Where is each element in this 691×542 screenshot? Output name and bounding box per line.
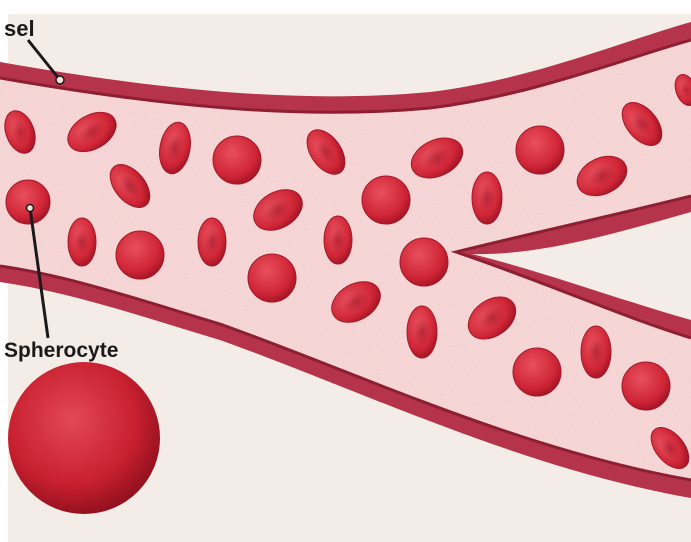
normal-red-blood-cell [472,172,502,224]
normal-red-blood-cell [581,326,611,378]
spherocyte-cell [248,254,296,302]
spherocyte-cell [116,231,164,279]
spherocyte-enlarged [8,362,160,514]
cell-dimple [479,184,496,213]
spherocyte-cell [622,362,670,410]
cell-body [213,136,261,184]
spherocyte-cell [362,176,410,224]
cell-body [516,126,564,174]
cell-dimple [588,338,605,367]
cell-dimple [204,229,219,255]
spherocyte-leader-dot [27,205,34,212]
vessel-label: sel [4,16,35,41]
cell-body [513,348,561,396]
cell-dimple [330,227,345,253]
spherocyte-cell [213,136,261,184]
cell-dimple [74,229,89,255]
normal-red-blood-cell [198,218,226,266]
cell-body [622,362,670,410]
spherocyte-label: Spherocyte [4,339,118,362]
cell-body [116,231,164,279]
cell-body [400,238,448,286]
cell-body [362,176,410,224]
top-border [0,0,691,14]
spherocyte-cell [513,348,561,396]
spherocyte-cell [516,126,564,174]
cell-body [248,254,296,302]
spherocyte-cell [6,180,50,224]
normal-red-blood-cell [324,216,352,264]
vessel-leader-dot [56,76,64,84]
spherocyte-cell [400,238,448,286]
cell-dimple [414,318,431,347]
normal-red-blood-cell [407,306,437,358]
cell-body [6,180,50,224]
normal-red-blood-cell [68,218,96,266]
